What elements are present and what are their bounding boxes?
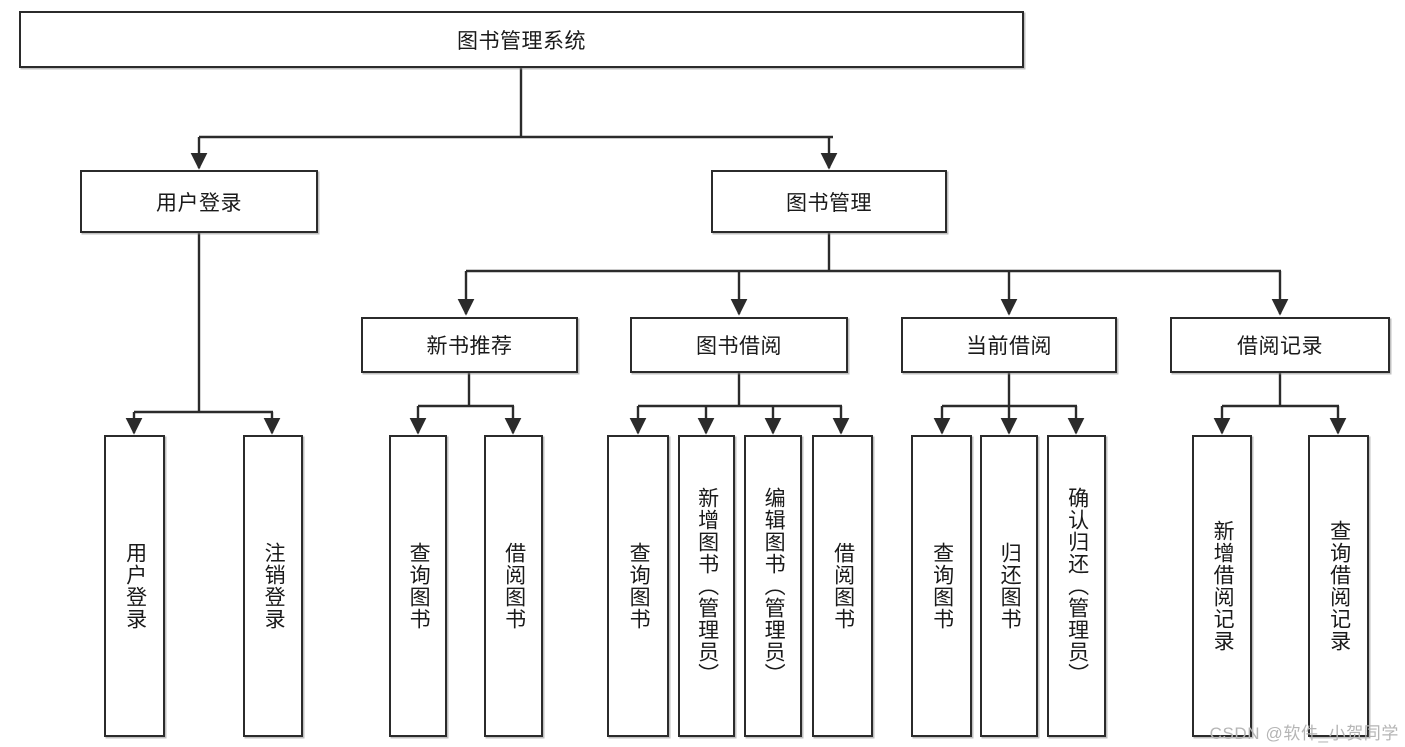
csdn-watermark: CSDN @软件_小贺同学 [1209, 724, 1399, 743]
leaf-logout[interactable]: 注销登录 [243, 435, 303, 737]
node-label: 图书借阅 [696, 335, 782, 358]
leaf-edit-book-admin[interactable]: 编辑图书（管理员） [744, 435, 802, 737]
node-book-management[interactable]: 图书管理 [711, 170, 947, 233]
node-label: 查询图书 [407, 542, 431, 630]
leaf-user-login[interactable]: 用户登录 [104, 435, 165, 737]
node-label: 借阅图书 [831, 542, 855, 630]
node-label: 新书推荐 [426, 335, 513, 358]
node-label: 借阅记录 [1237, 335, 1323, 358]
node-label: 确认归还（管理员） [1065, 487, 1089, 685]
node-borrowing-records[interactable]: 借阅记录 [1170, 317, 1390, 373]
node-label: 图书管理系统 [457, 29, 586, 53]
node-label: 新增图书（管理员） [695, 487, 719, 685]
leaf-borrow-books[interactable]: 借阅图书 [812, 435, 873, 737]
leaf-query-books-current[interactable]: 查询图书 [911, 435, 972, 737]
leaf-borrow-books-new[interactable]: 借阅图书 [484, 435, 543, 737]
node-label: 查询图书 [930, 542, 954, 630]
node-new-book-recommendation[interactable]: 新书推荐 [361, 317, 578, 373]
node-label: 用户登录 [156, 191, 242, 215]
node-user-login[interactable]: 用户登录 [80, 170, 318, 233]
leaf-query-books-borrow[interactable]: 查询图书 [607, 435, 669, 737]
leaf-return-books[interactable]: 归还图书 [980, 435, 1038, 737]
node-label: 用户登录 [123, 542, 147, 630]
leaf-add-book-admin[interactable]: 新增图书（管理员） [678, 435, 735, 737]
node-current-borrowing[interactable]: 当前借阅 [901, 317, 1117, 373]
node-root-book-management-system[interactable]: 图书管理系统 [19, 11, 1024, 68]
node-label: 借阅图书 [502, 542, 526, 630]
leaf-query-borrow-record[interactable]: 查询借阅记录 [1308, 435, 1369, 737]
node-label: 归还图书 [998, 542, 1022, 630]
leaf-query-books-new[interactable]: 查询图书 [389, 435, 447, 737]
node-book-borrowing[interactable]: 图书借阅 [630, 317, 848, 373]
node-label: 图书管理 [786, 191, 872, 215]
node-label: 编辑图书（管理员） [762, 487, 786, 685]
node-label: 查询借阅记录 [1327, 520, 1351, 652]
node-label: 新增借阅记录 [1211, 520, 1235, 652]
node-label: 当前借阅 [966, 335, 1052, 358]
node-label: 注销登录 [262, 542, 286, 630]
leaf-confirm-return-admin[interactable]: 确认归还（管理员） [1047, 435, 1106, 737]
leaf-add-borrow-record[interactable]: 新增借阅记录 [1192, 435, 1252, 737]
node-label: 查询图书 [627, 542, 651, 630]
